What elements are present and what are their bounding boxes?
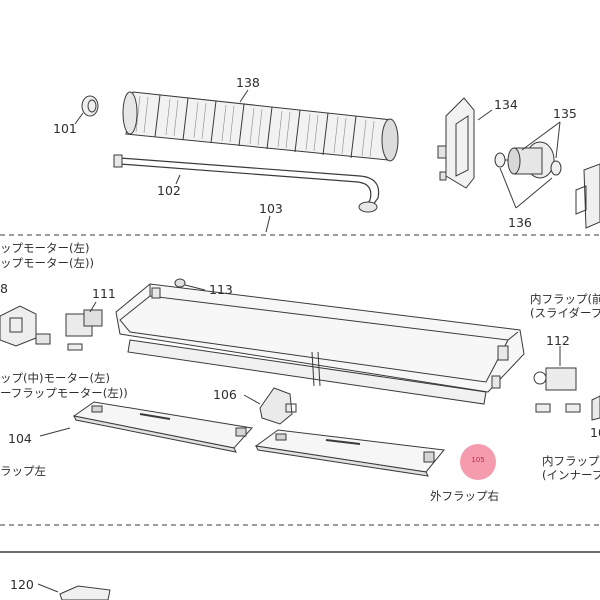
label-106: 106 [213, 387, 237, 402]
part-111-flap-motor [65, 301, 103, 351]
part-136-rubber-mount [494, 152, 562, 176]
label-flap-left: ラップ左 [0, 464, 46, 478]
label-136: 136 [508, 215, 532, 230]
part-120 [37, 583, 111, 600]
label-135: 135 [553, 106, 577, 121]
label-mid-motor-2: ーフラップモーター(左)) [0, 386, 128, 400]
label-112: 112 [546, 333, 570, 348]
label-111: 111 [92, 286, 116, 301]
label-120: 120 [10, 577, 34, 592]
label-inner-flap-4: (インナーフ [542, 468, 600, 482]
label-104: 104 [8, 431, 32, 446]
label-138: 138 [236, 75, 260, 90]
part-113-screw [174, 278, 206, 291]
highlight-part-number: 105 [471, 456, 485, 464]
part-135-fan-motor [500, 141, 555, 179]
part-134-bracket [437, 97, 475, 189]
part-103-drain-pan [115, 283, 525, 405]
part-138-cross-flow-fan [122, 91, 399, 162]
label-motor-left-1: ップモーター(左) [0, 241, 90, 255]
part-108-flap-motor-left [0, 305, 51, 347]
part-102-pipe [113, 154, 380, 213]
part-106-link [243, 387, 297, 425]
highlight-marker[interactable] [460, 444, 496, 480]
label-113: 113 [209, 282, 233, 297]
part-101-knob [81, 95, 99, 117]
label-outer-flap-right: 外フラップ右 [430, 489, 499, 503]
label-inner-flap-2: (スライダーフ [530, 306, 600, 320]
label-inner-flap-3: 内フラップ [542, 454, 600, 468]
label-mid-motor-1: ップ(中)モーター(左) [0, 371, 110, 385]
label-101: 101 [53, 121, 77, 136]
label-inner-flap-1: 内フラップ(前 [530, 292, 600, 306]
part-112-slider-motor [533, 346, 600, 421]
label-134: 134 [494, 97, 518, 112]
part-104-flap-left [72, 401, 253, 453]
part-105-outer-flap-right [254, 429, 445, 477]
label-8: 8 [0, 281, 8, 296]
label-10: 10 [590, 425, 600, 440]
label-103: 103 [259, 201, 283, 216]
label-motor-left-2: ップモーター(左)) [0, 256, 94, 270]
label-102: 102 [157, 183, 181, 198]
